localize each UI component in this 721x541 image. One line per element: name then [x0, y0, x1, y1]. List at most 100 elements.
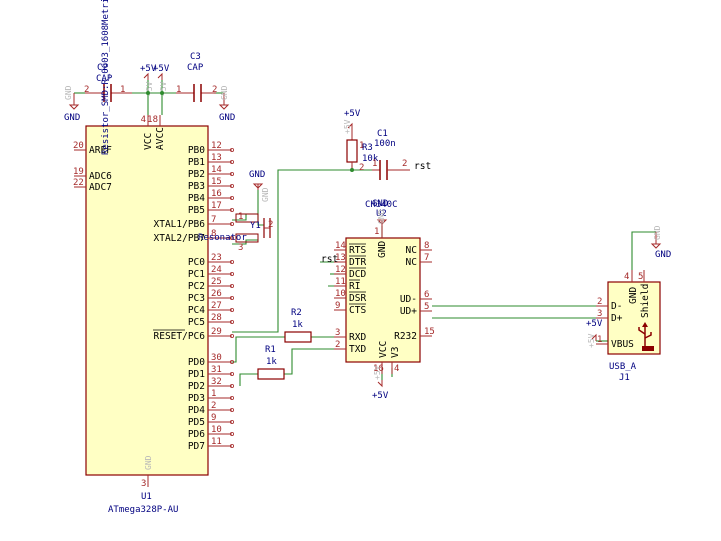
- r2-ref: R2: [291, 308, 302, 318]
- u1-pin-num-pc3: 26: [211, 289, 222, 299]
- r3-vcc-label: +5V: [344, 109, 361, 119]
- u1-pin-end-xtal1-pb6: [229, 221, 234, 226]
- vcc2-label: +5V: [153, 64, 170, 74]
- c1-capacitor[interactable]: 1 2 C1 100n rst: [372, 129, 431, 180]
- j1-pin-num-vbus: 1: [597, 335, 602, 345]
- u1-pin-end-pc3: [229, 295, 234, 300]
- u1-pin-num-pd1: 31: [211, 365, 222, 375]
- u2-pin-num-rts: 14: [335, 241, 346, 251]
- u1-pin-end-pc4: [229, 307, 234, 312]
- c1-pin1-num: 1: [372, 159, 377, 169]
- u2-pin-v3-name: V3: [390, 347, 401, 358]
- y1-resonator[interactable]: 1 2 3 Y1 Resonator: [198, 212, 273, 253]
- c1-pin2-num: 2: [402, 159, 407, 169]
- u2-ref: U2: [376, 209, 387, 219]
- u1-pin-name-pb0: PB0: [188, 145, 205, 156]
- u1-pin-num-pb0: 12: [211, 141, 222, 151]
- r3-vcc-ghost: +5V: [343, 119, 352, 134]
- r2-resistor[interactable]: R2 1k: [284, 308, 312, 343]
- c2-gnd-label: GND: [64, 113, 80, 123]
- u1-pin-name-pd4: PD4: [188, 405, 205, 416]
- u1-pin-vcc-name: VCC: [143, 133, 154, 150]
- u1-pin-num-pb4: 16: [211, 189, 222, 199]
- u1-pin-name-pd7: PD7: [188, 441, 205, 452]
- u1-pin-num-pb3: 15: [211, 177, 222, 187]
- r3-ref: R3: [362, 143, 373, 153]
- c3-ref: C3: [190, 52, 201, 62]
- u2-pin-name-dsr: DSR: [349, 293, 366, 304]
- u1-pin-avcc-name: AVCC: [155, 127, 166, 150]
- u1-pin-adc6-name: ADC6: [89, 171, 112, 182]
- u1-pin-end-pd6: [229, 431, 234, 436]
- r3-resistor[interactable]: +5V +5V 1 2 R3 10k: [343, 109, 379, 173]
- c3-value: CAP: [187, 63, 204, 73]
- u1-pin-aref-num: 20: [73, 141, 84, 151]
- u1-pin-name-pb2: PB2: [188, 169, 205, 180]
- c2-capacitor[interactable]: 2 1 C2 CAP Resistor_SMD:R_0603_1608Metri…: [84, 0, 132, 155]
- c3-pin2-num: 2: [212, 85, 217, 95]
- u1-pin-aref-name: AREF: [89, 145, 112, 156]
- u2-pin-vcc-num: 16: [373, 364, 384, 374]
- y1-gnd-ghost: GND: [261, 187, 270, 202]
- u1-pin-name-pd6: PD6: [188, 429, 205, 440]
- u2-pin-name-r232-4: R232: [394, 331, 417, 342]
- u1-pin-num-pc5: 28: [211, 313, 222, 323]
- j1-gnd-symbol: GND GND: [650, 225, 671, 260]
- j1-gnd-label: GND: [655, 250, 671, 260]
- u1-pin-num-pc2: 25: [211, 277, 222, 287]
- power-5v-pair: +5V +5V +5V +5V: [140, 64, 170, 96]
- u1-pin-name-reset-pc6: RESET/PC6: [154, 331, 206, 342]
- c2-gnd-ghost: GND: [64, 85, 73, 100]
- u2-gnd-label: GND: [372, 199, 388, 209]
- c3-capacitor[interactable]: 1 2 C3 CAP: [176, 52, 217, 102]
- r1-resistor[interactable]: R1 1k: [257, 345, 285, 380]
- u2-pin-num-ud-3: 5: [424, 302, 429, 312]
- u2-pin-name-dcd: DCD: [349, 269, 366, 280]
- c3-gnd-label: GND: [219, 113, 235, 123]
- c2-ref: C2: [97, 63, 108, 73]
- u1-pin-num-xtal2-pb7: 8: [211, 229, 216, 239]
- u1-pin-end-pc5: [229, 319, 234, 324]
- u1-pin-end-pd4: [229, 407, 234, 412]
- u1-pin-num-pd5: 9: [211, 413, 216, 423]
- c2-value: CAP: [96, 74, 113, 84]
- u2-pin-num-dcd: 12: [335, 265, 346, 275]
- u1-pin-end-pb0: [229, 147, 234, 152]
- u1-value: ATmega328P-AU: [108, 505, 178, 515]
- u2-pin-num-ri: 11: [335, 277, 346, 287]
- j1-pin-num-d: 2: [597, 297, 602, 307]
- u1-pin-end-pc1: [229, 271, 234, 276]
- u1-pin-num-pd4: 2: [211, 401, 216, 411]
- u2-pin-num-dsr: 10: [335, 289, 346, 299]
- j1-pin-name-d: D-: [611, 301, 622, 312]
- u1-pin-gnd-name: GND: [144, 455, 153, 470]
- r1-ref: R1: [265, 345, 276, 355]
- u1-pin-name-pc1: PC1: [188, 269, 205, 280]
- j1-vcc-ghost: +5V: [587, 333, 596, 348]
- u2-pin-name-rts: RTS: [349, 245, 366, 256]
- y1-gnd-label: GND: [249, 170, 265, 180]
- u1-atmega328p[interactable]: 4 18 VCC AVCC 20 19 22 AREF ADC6 ADC7 12…: [73, 115, 234, 515]
- y1-pin3-num: 3: [238, 243, 243, 253]
- y1-gnd-symbol: GND GND: [249, 170, 270, 202]
- u2-gnd-symbol: GND GND: [372, 199, 388, 226]
- u1-pin-name-pd5: PD5: [188, 417, 205, 428]
- u1-pin-name-pd0: PD0: [188, 357, 205, 368]
- u1-pin-end-pb4: [229, 195, 234, 200]
- u1-pin-end-pb1: [229, 159, 234, 164]
- u2-pin-num-ud-2: 6: [424, 290, 429, 300]
- u1-right-pins: 12PB013PB114PB215PB316PB417PB57XTAL1/PB6…: [154, 141, 234, 452]
- u2-pin-name-ud-2: UD-: [400, 294, 417, 305]
- u1-pin-num-pb1: 13: [211, 153, 222, 163]
- j1-pin-name-vbus: VBUS: [611, 339, 634, 350]
- u1-pin-name-pb4: PB4: [188, 193, 205, 204]
- u2-pin-name-nc-0: NC: [406, 245, 417, 256]
- u1-pin-avcc-num: 18: [147, 115, 158, 125]
- u2-vcc-label: +5V: [372, 391, 389, 401]
- j1-value: USB_A: [609, 362, 637, 372]
- u2-pin-v3-num: 4: [394, 364, 399, 374]
